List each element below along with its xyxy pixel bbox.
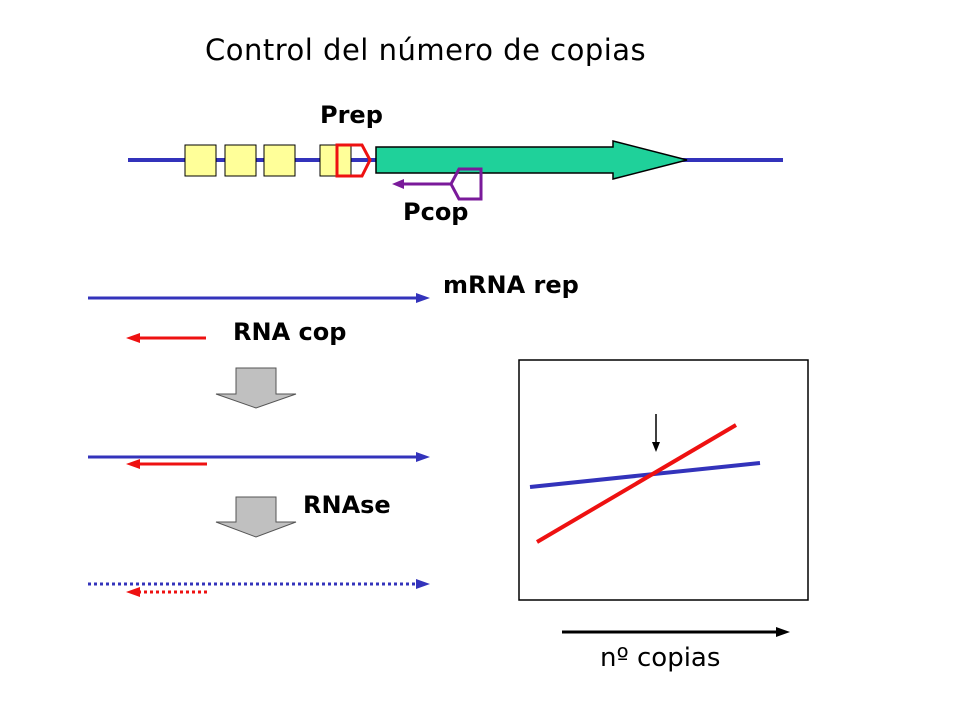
prep-label: Prep: [320, 101, 383, 129]
mrna-rep-arrowhead: [416, 293, 430, 303]
iteron-box-3: [263, 144, 296, 177]
intersection-pointer-arrowhead: [652, 442, 660, 452]
copy-number-label: nº copias: [600, 643, 721, 673]
pcop-transcript-arrowhead: [392, 179, 404, 189]
step-down-arrow-2: [215, 496, 297, 538]
prep-promoter-icon: [335, 143, 372, 178]
degraded-rna-cop-arrowhead: [126, 587, 140, 597]
graph-blue-line: [529, 461, 761, 489]
rnase-label: RNAse: [303, 491, 391, 519]
mrna-rep-label: mRNA rep: [443, 271, 579, 299]
iteron-box-1: [184, 144, 217, 177]
graph-frame: [518, 359, 809, 601]
pcop-label: Pcop: [403, 198, 469, 226]
hybrid-mrna-arrowhead: [416, 452, 430, 462]
iteron-box-2: [224, 144, 257, 177]
rep-gene-arrow: [375, 140, 688, 180]
hybrid-rna-cop-arrowhead: [126, 459, 140, 469]
step-down-arrow-1: [215, 367, 297, 409]
copy-number-axis-arrowhead: [776, 627, 790, 637]
rna-cop-arrowhead: [126, 333, 140, 343]
rna-cop-label: RNA cop: [233, 318, 347, 346]
page-title: Control del número de copias: [205, 33, 647, 67]
graph-red-line: [535, 423, 738, 544]
pcop-promoter-icon: [449, 167, 483, 201]
degraded-mrna-arrowhead: [416, 579, 430, 589]
